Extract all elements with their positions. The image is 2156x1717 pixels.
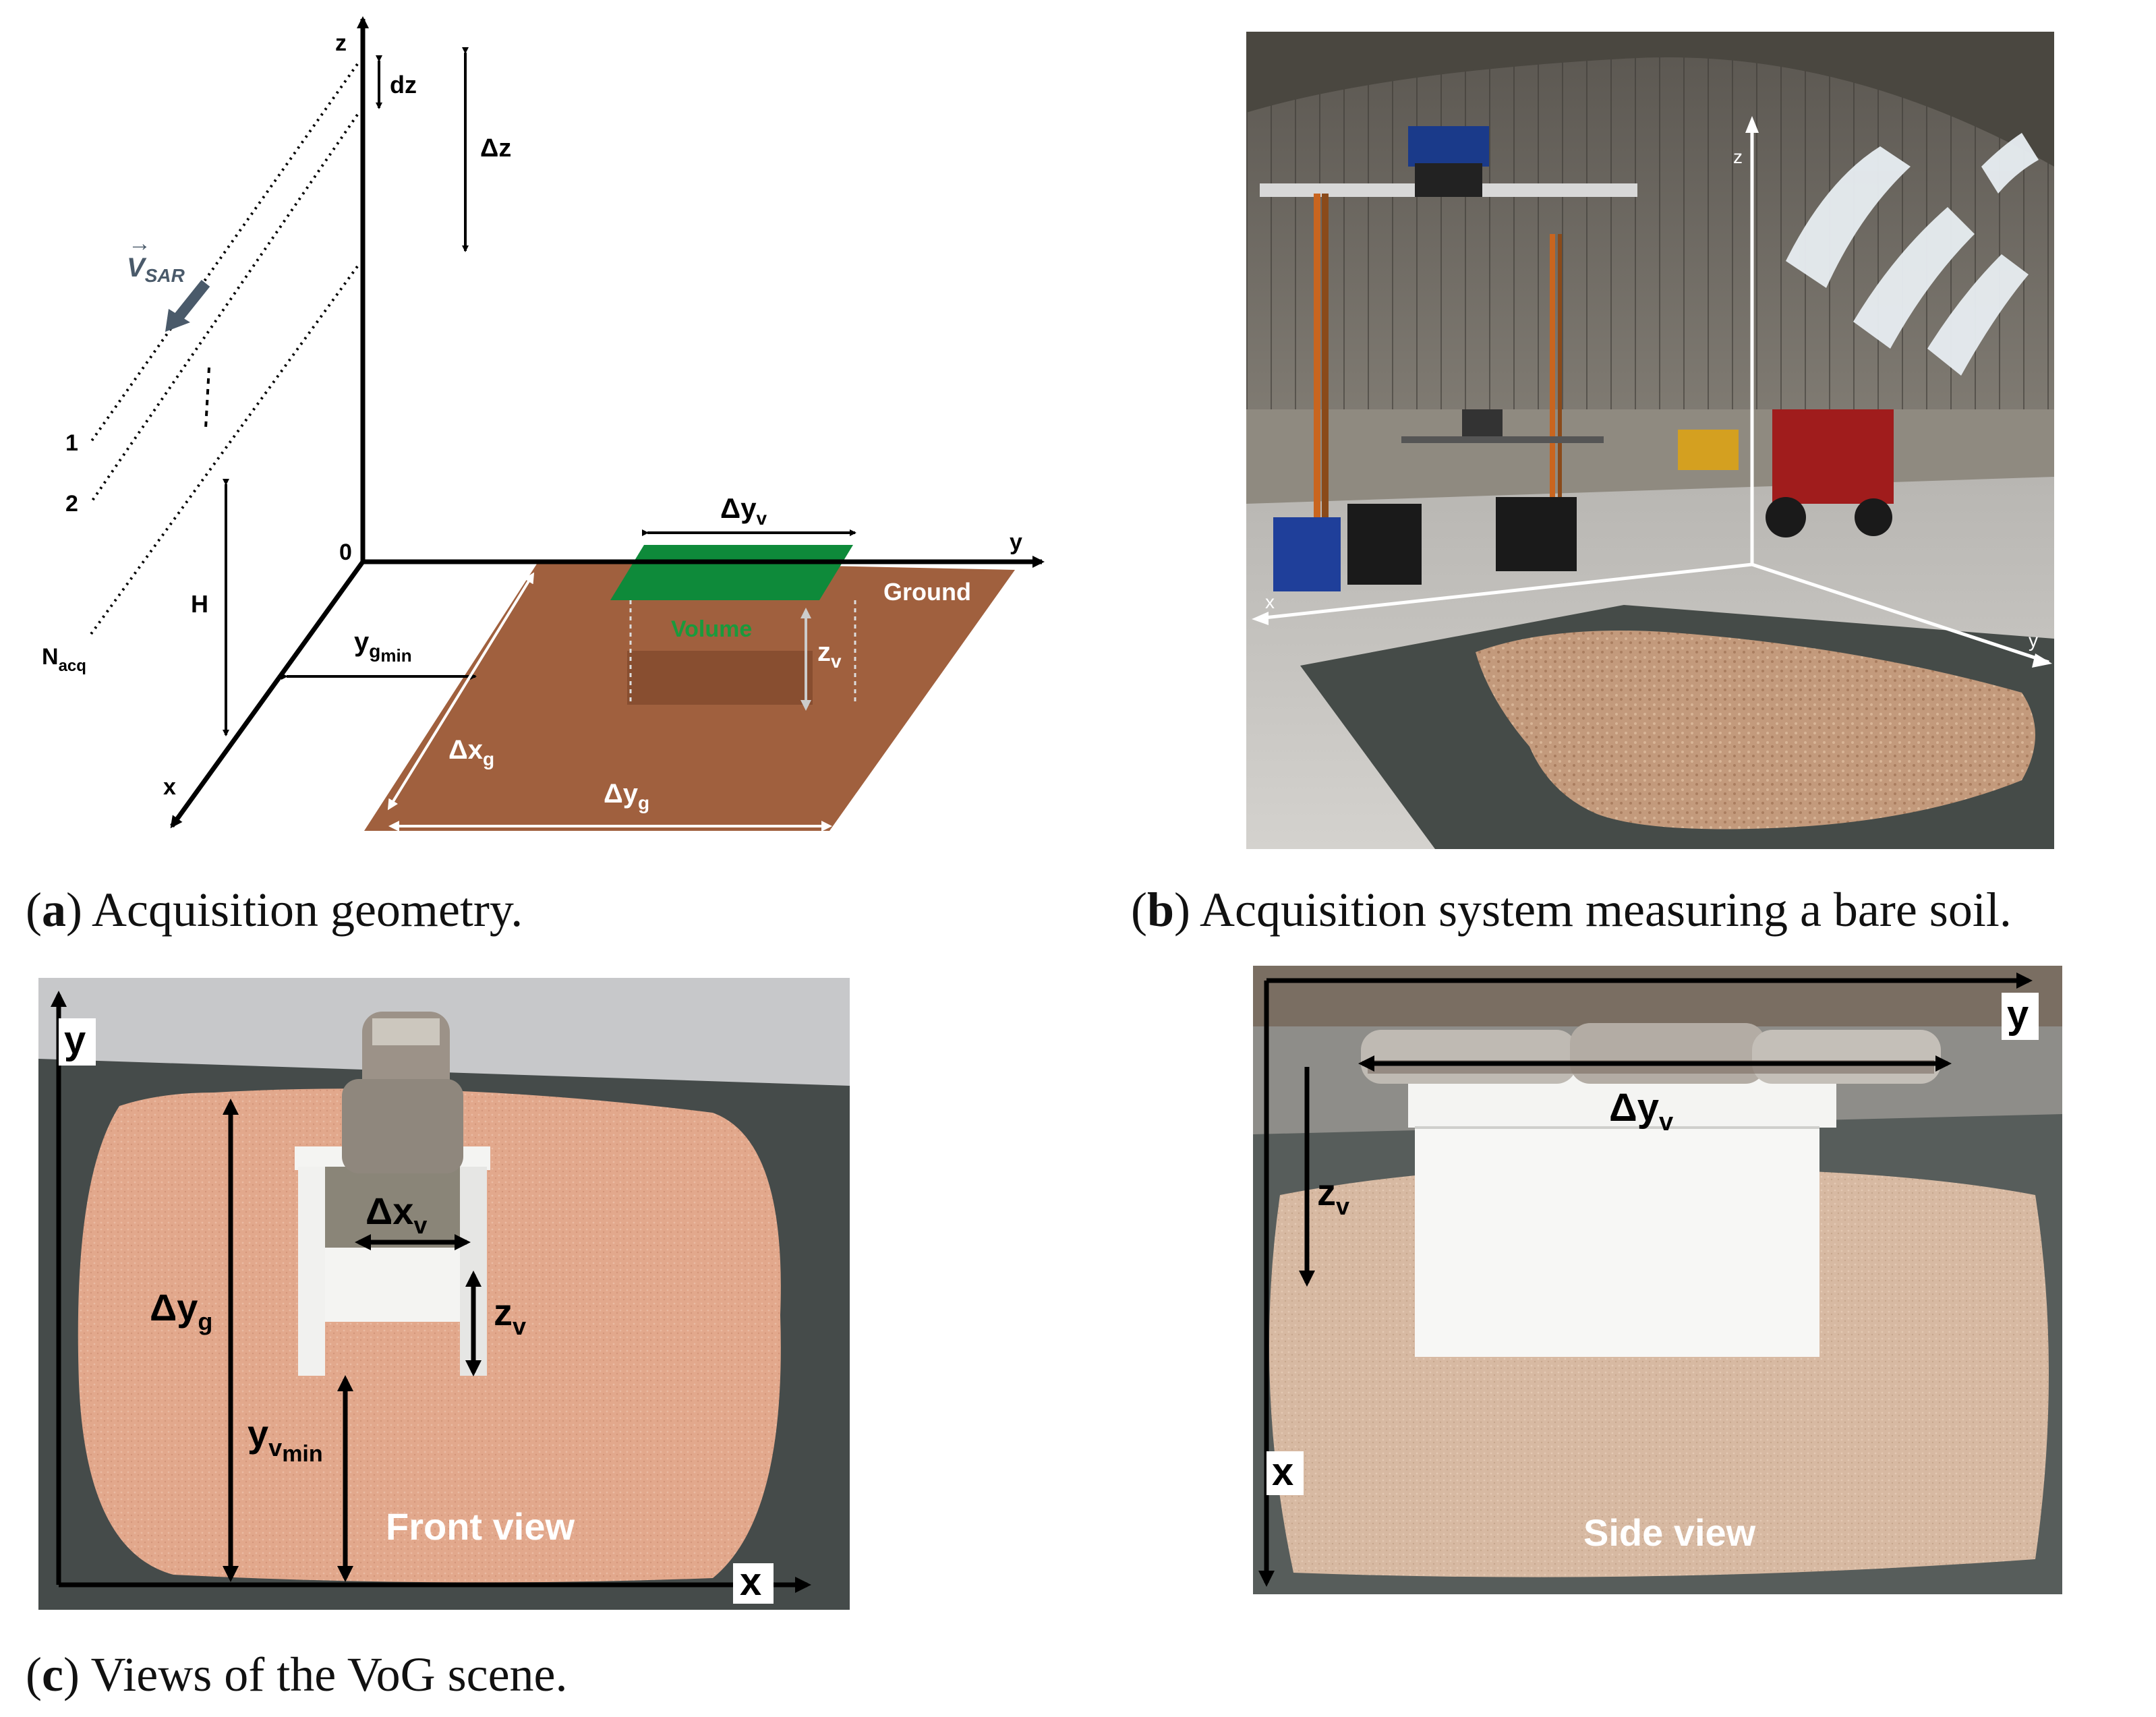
side-delta-yv-label: Δyv [1609,1086,1673,1136]
height-label: H [191,590,208,618]
track-label-2: 2 [65,491,78,517]
delta-z-label: Δz [480,134,511,163]
front-delta-xv-label: Δxv [366,1190,427,1239]
skylights [1786,133,2039,376]
front-x-label: x [740,1560,761,1604]
sand-area [78,1088,781,1583]
v-sar-label: VSAR [127,253,185,286]
z-axis-label: z [335,30,347,56]
front-zv-label: zv [494,1291,526,1340]
side-zv-label: zv [1317,1171,1349,1220]
y-axis-label: y [1010,529,1022,555]
origin-label: 0 [339,540,352,565]
volume-shadow [627,651,813,705]
track-separator [204,367,210,429]
nacq-label: Nacq [42,644,86,675]
side-view-photo: y x Δyv zv Side view [1253,966,2062,1594]
photo-x-axis [1258,562,1753,620]
x-axis-label: x [163,774,176,800]
track-label-1: 1 [65,430,78,456]
track-line-1 [90,63,359,443]
front-view-label: Front view [386,1505,575,1548]
side-view-label: Side view [1583,1511,1756,1554]
zv-label: zv [817,637,842,672]
photo-z-label: z [1733,146,1743,167]
delta-yg-label: Δyg [604,779,649,813]
dz-label: dz [390,71,417,98]
volume-label: Volume [671,616,752,642]
side-x-label: x [1272,1450,1293,1494]
svg-text:→: → [128,231,151,256]
track-line-nacq [90,265,359,635]
track-line-2 [90,113,359,504]
bare-soil-patch [1476,631,2035,830]
front-view-photo: y x Δxv zv Δyg yvmin Front view [38,978,850,1610]
photo-x-label: x [1265,591,1275,612]
caption-b: (b) Acquisition system measuring a bare … [1131,883,2012,937]
caption-a: (a) Acquisition geometry. [26,883,523,937]
delta-xg-label: Δxg [448,735,494,769]
side-pellet-bags [1361,1030,1577,1084]
delta-yv-label: Δyv [720,492,767,529]
acquisition-geometry-diagram: VSAR → dz Δz 1 2 Nacq H z y x 0 ygmin Δy… [42,16,1045,832]
acquisition-system-photo: z x y [1246,32,2054,849]
yg-min-label: ygmin [354,627,412,666]
front-yv-min-label: yvmin [247,1412,323,1467]
side-y-label: y [2007,993,2029,1037]
front-delta-yg-label: Δyg [150,1286,212,1335]
caption-c: (c) Views of the VoG scene. [26,1648,568,1701]
volume-top [610,545,853,600]
photo-y-label: y [2029,630,2038,651]
photo-y-axis [1751,562,2049,664]
front-y-label: y [64,1018,86,1062]
x-axis [170,560,365,829]
radar-box [1408,126,1489,167]
ground-label: Ground [883,578,971,606]
